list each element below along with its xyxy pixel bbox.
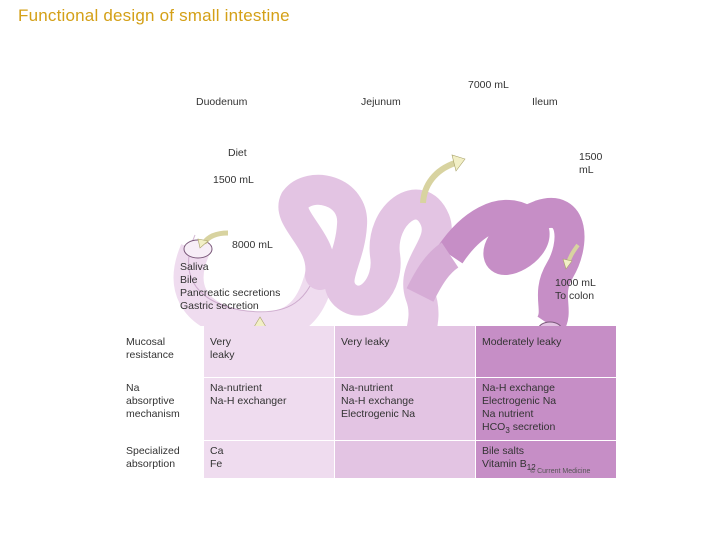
- row-header: Na absorptive mechanism: [120, 377, 204, 441]
- ileum-cell-text: Na-H exchange Electrogenic Na Na nutrien…: [482, 382, 557, 420]
- ileum-cell: Na-H exchange Electrogenic Na Na nutrien…: [475, 377, 616, 442]
- duodenum-cell: Very leaky: [204, 326, 335, 378]
- duodenum-opening: [183, 239, 213, 259]
- slide-title: Functional design of small intestine: [18, 6, 290, 25]
- jejunum-out-arrow: [420, 160, 457, 204]
- secretion-source: Pancreatic secretions: [180, 287, 281, 299]
- intestine-illustration: [173, 154, 585, 365]
- vitamin-b12: Vitamin B12: [482, 458, 536, 473]
- duodenum-label: Duodenum: [196, 96, 248, 108]
- ileum-cell-text: Bile salts: [482, 445, 525, 458]
- jejunum-cell: [334, 440, 476, 479]
- table-row: Mucosal resistance Very leaky Very leaky…: [120, 326, 616, 378]
- row-header: Mucosal resistance: [120, 326, 204, 378]
- properties-table: Mucosal resistance Very leaky Very leaky…: [120, 326, 616, 479]
- ileum-label: Ileum: [532, 96, 558, 108]
- secretion-source: Bile: [180, 274, 198, 286]
- secretion-source: Gastric secretion: [180, 300, 259, 312]
- secretion-sources-list: Saliva Bile Pancreatic secretions Gastri…: [180, 261, 280, 313]
- ileum-outflow-label: 1500 mL: [579, 151, 603, 176]
- secretion-source: Saliva: [180, 261, 209, 273]
- diet-label: Diet: [228, 147, 247, 159]
- jejunum-outflow-label: 7000 mL: [468, 79, 509, 91]
- row-header: Specialized absorption: [120, 440, 204, 479]
- copyright-credit: © Current Medicine: [530, 468, 591, 475]
- duodenum-cell: Ca Fe: [204, 440, 335, 479]
- duodenum-cell: Na-nutrient Na-H exchanger: [204, 377, 335, 442]
- hco3-secretion: HCO3 secretion: [482, 421, 556, 436]
- table-row: Specialized absorption Ca Fe Bile salts …: [120, 440, 616, 479]
- jejunum-cell: Very leaky: [334, 326, 476, 378]
- table-row: Na absorptive mechanism Na-nutrient Na-H…: [120, 377, 616, 442]
- duodenum-segment: [173, 244, 335, 342]
- secretions-inflow-label: 8000 mL: [232, 239, 273, 251]
- ileum-cell: Moderately leaky: [475, 326, 616, 378]
- colon-outflow-label: 1000 mL To colon: [555, 277, 596, 302]
- jejunum-cell: Na-nutrient Na-H exchange Electrogenic N…: [334, 377, 476, 442]
- jejunum-label: Jejunum: [361, 96, 401, 108]
- ileum-segment: [437, 198, 585, 334]
- ileum-cell: Bile salts Vitamin B12: [475, 440, 616, 479]
- duodenum-inflow-label: 1500 mL: [213, 174, 254, 186]
